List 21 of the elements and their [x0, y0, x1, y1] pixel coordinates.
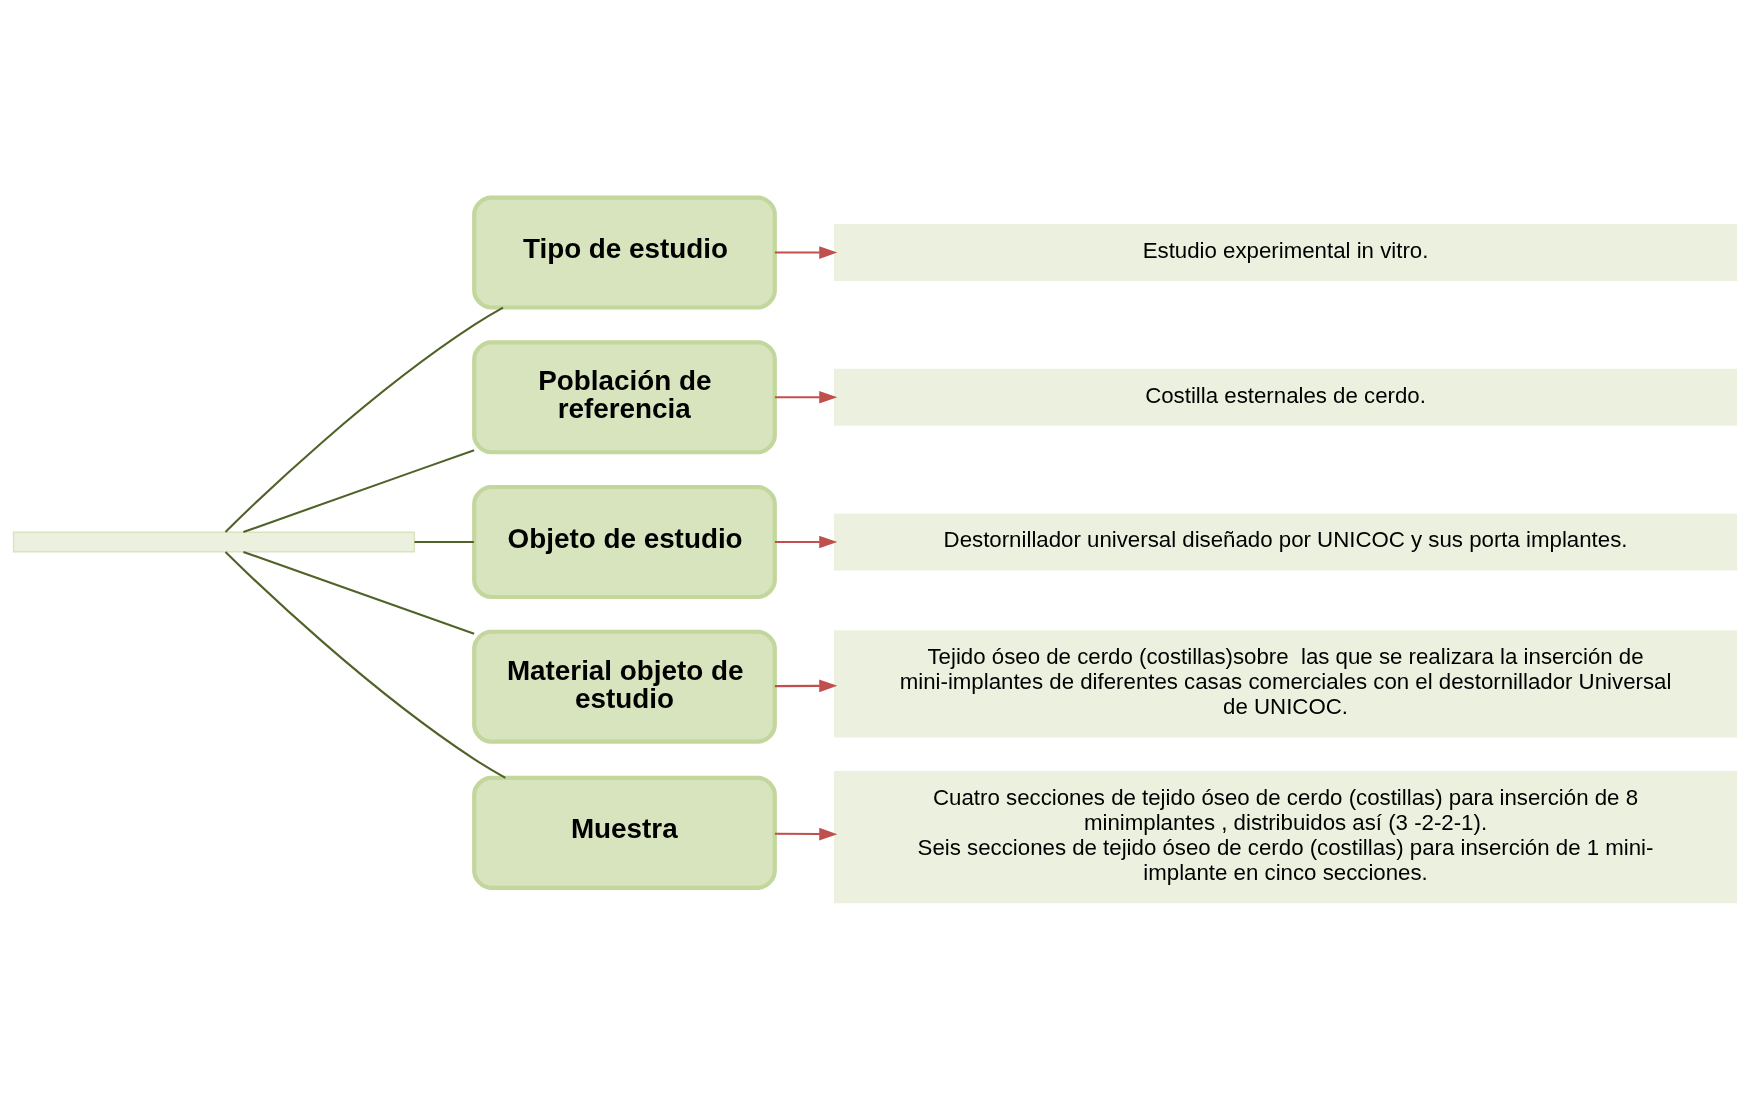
node-box: Objeto de estudio [472, 484, 777, 600]
node-box: Muestra [472, 775, 777, 890]
connector [243, 550, 475, 635]
node-box: Estudio experimental in vitro. [833, 224, 1738, 282]
arrow [774, 679, 838, 693]
arrow [774, 246, 838, 259]
connector [224, 306, 504, 533]
node-box: Cuatro secciones de tejido óseo de cerdo (costillas) para inserción de 8 minimplantes , distribuidos así (3 -2-2-1). Seis secciones de tejido óseo de cerdo (costillas) para inserción de 1 mini-implante en cinco secciones. [833, 770, 1738, 904]
node-box: Costilla esternales de cerdo. [833, 368, 1738, 426]
arrow [774, 827, 838, 841]
connector [224, 551, 506, 779]
node-box: Destornillador universal diseñado por UNICOC y sus porta implantes. [833, 513, 1738, 571]
connector [414, 540, 474, 544]
arrow [774, 390, 838, 404]
node-box: Tipo de estudio [472, 195, 777, 310]
node-box: Población de referencia [472, 340, 777, 455]
node-box [12, 531, 416, 553]
connector [243, 449, 475, 534]
arrow [774, 535, 838, 549]
node-box: Tejido óseo de cerdo (costillas)sobre las que se realizara la inserción de mini-implantes de diferentes casas comerciales con el destornillador Universal de UNICOC. [833, 630, 1738, 738]
node-box: Material objeto de estudio [472, 629, 777, 744]
